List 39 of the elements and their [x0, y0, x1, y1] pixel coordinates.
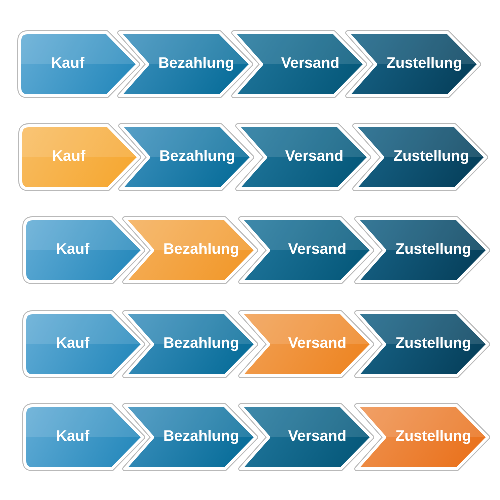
step-label: Kauf — [52, 148, 86, 167]
process-step — [122, 216, 259, 285]
step-label: Versand — [288, 428, 347, 447]
step-label: Kauf — [56, 241, 90, 260]
process-step — [118, 123, 255, 192]
step-label: Bezahlung — [158, 55, 234, 74]
process-step — [117, 30, 254, 99]
step-label: Bezahlung — [164, 335, 240, 354]
step-label: Zustellung — [396, 428, 472, 447]
step-label: Zustellung — [386, 55, 462, 74]
step-label: Zustellung — [394, 148, 470, 167]
process-step — [235, 123, 372, 192]
process-step — [354, 403, 491, 472]
step-label: Kauf — [51, 55, 85, 74]
process-step — [345, 30, 482, 99]
step-label: Bezahlung — [160, 148, 236, 167]
step-label: Bezahlung — [164, 428, 240, 447]
process-step — [22, 403, 146, 472]
step-label: Bezahlung — [164, 241, 240, 260]
process-step — [354, 310, 491, 379]
step-label: Versand — [285, 148, 344, 167]
process-step — [122, 403, 259, 472]
step-label: Versand — [288, 241, 347, 260]
process-step — [238, 216, 375, 285]
process-step — [22, 310, 146, 379]
process-step — [22, 216, 146, 285]
process-step — [354, 216, 491, 285]
step-label: Kauf — [56, 335, 90, 354]
step-label: Versand — [281, 55, 340, 74]
process-step — [238, 310, 375, 379]
step-label: Zustellung — [396, 335, 472, 354]
step-label: Zustellung — [396, 241, 472, 260]
process-step — [18, 123, 142, 192]
process-step — [122, 310, 259, 379]
process-step — [17, 30, 141, 99]
step-label: Versand — [288, 335, 347, 354]
process-step — [352, 123, 489, 192]
step-label: Kauf — [56, 428, 90, 447]
process-step — [238, 403, 375, 472]
